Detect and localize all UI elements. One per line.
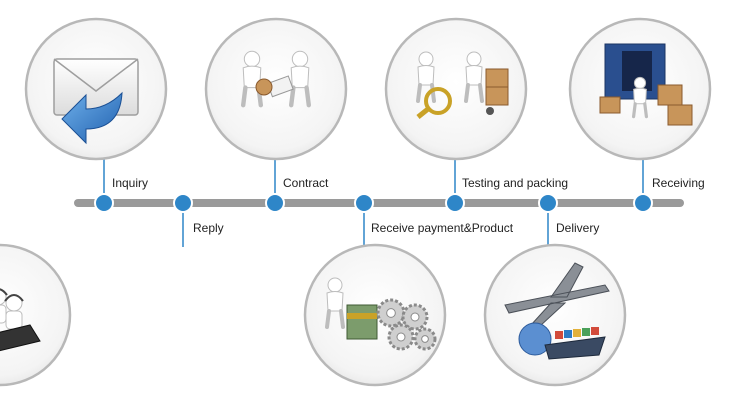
container-boxes-icon bbox=[599, 43, 693, 126]
step-circle bbox=[568, 17, 712, 161]
magnifier-hand-truck-icon bbox=[416, 51, 509, 119]
timeline-node bbox=[538, 193, 558, 213]
step-label: Contract bbox=[283, 176, 329, 190]
timeline-node bbox=[265, 193, 285, 213]
money-gears-icon bbox=[325, 277, 437, 351]
step-circle bbox=[0, 243, 72, 387]
timeline-node bbox=[445, 193, 465, 213]
timeline-node bbox=[354, 193, 374, 213]
step-label: Receiving bbox=[652, 176, 705, 190]
step-label: Inquiry bbox=[112, 176, 149, 190]
step-label: Testing and packing bbox=[462, 176, 569, 190]
step-circle bbox=[204, 17, 348, 161]
step-circle bbox=[24, 17, 168, 161]
step-label: Receive payment&Product bbox=[371, 221, 514, 235]
envelope-reply-icon bbox=[53, 58, 139, 145]
timeline-node bbox=[94, 193, 114, 213]
handshake-contract-icon bbox=[241, 50, 311, 108]
step-label: Delivery bbox=[556, 221, 600, 235]
airplane-ship-globe-icon bbox=[504, 262, 610, 360]
step-label: Reply bbox=[193, 221, 224, 235]
step-circle bbox=[483, 243, 627, 387]
timeline-node bbox=[173, 193, 193, 213]
timeline-node bbox=[633, 193, 653, 213]
step-circle bbox=[384, 17, 528, 161]
step-circle bbox=[303, 243, 447, 387]
call-center-icon bbox=[0, 288, 41, 352]
